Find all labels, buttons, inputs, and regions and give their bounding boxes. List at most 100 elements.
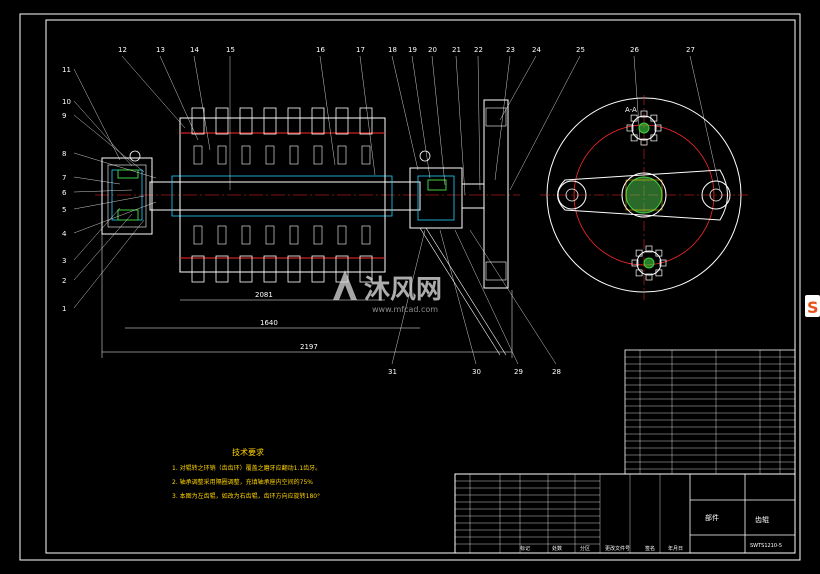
watermark-url: www.mfcad.com — [372, 305, 438, 314]
outer-border — [19, 13, 801, 561]
leader-line-bottom — [454, 229, 519, 365]
leader-line-top — [431, 55, 446, 186]
roller-tooth-bottom — [239, 255, 253, 283]
arm-hole-right — [701, 180, 731, 210]
part-label-bottom: 31 — [388, 368, 397, 376]
gear-tooth — [631, 259, 639, 267]
part-label-left: 4 — [62, 230, 67, 238]
gear-bottom-icon — [631, 245, 667, 281]
hub-circle — [621, 172, 667, 218]
leader-line-top — [411, 55, 431, 179]
roller-tooth-bottom — [287, 255, 301, 283]
roller-tooth-mid-bottom — [217, 225, 227, 245]
roller-tooth-top — [311, 107, 325, 135]
leader-line-left — [73, 68, 121, 161]
header-label-3: 分区 — [580, 545, 590, 552]
roller-tooth-mid-top — [217, 145, 227, 165]
section-label: A-A — [625, 106, 637, 114]
roller-tooth-mid-bottom — [289, 225, 299, 245]
roller-tooth-top — [191, 107, 205, 135]
header-label-6: 年月日 — [668, 545, 683, 552]
part-label-left: 6 — [62, 189, 67, 197]
part-label-left: 8 — [62, 150, 66, 158]
leader-line-top — [689, 55, 721, 191]
part-label-top: 22 — [474, 46, 483, 54]
gear-tooth — [650, 134, 658, 142]
leader-line-left — [73, 207, 121, 261]
leader-line-left — [73, 195, 145, 210]
title-block: 部件 齿辊 SWTS1210-5 标记 处数 分区 更改文件号 签名 年月日 — [454, 473, 796, 554]
leader-line-bottom — [391, 229, 426, 365]
left-bearing-roller-top — [117, 169, 139, 179]
part-label-top: 16 — [316, 46, 325, 54]
parts-list-table — [624, 349, 796, 475]
watermark-text: 沐风网 — [364, 275, 442, 305]
gear-tooth — [635, 269, 643, 277]
technical-requirements: 技术要求 1. 对辊转之环销（齿齿环）覆盖之磨牙应翻动1.1齿牙。 2. 轴承调… — [172, 447, 321, 500]
gear-tooth — [655, 269, 663, 277]
leader-line-left — [73, 176, 121, 185]
right-bearing-roller — [427, 179, 447, 191]
left-bearing-inner — [107, 164, 147, 228]
roller-tooth-mid-top — [289, 145, 299, 165]
hatched-strip-edge-2 — [425, 227, 507, 356]
gear-tooth — [635, 249, 643, 257]
right-bearing-seat — [417, 175, 455, 221]
parts-list-border — [624, 349, 796, 475]
tech-req-title: 技术要求 — [232, 447, 264, 457]
gear-tooth — [655, 249, 663, 257]
left-grease-nipple — [129, 150, 141, 162]
roller-tooth-mid-bottom — [313, 225, 323, 245]
part-label-bottom: 30 — [472, 368, 481, 376]
gear-tooth — [630, 114, 638, 122]
hatched-strip-edge-1 — [419, 227, 501, 356]
dim-label-3: 2197 — [300, 343, 318, 351]
part-label-top: 25 — [576, 46, 585, 54]
roller-tooth-mid-top — [361, 145, 371, 165]
gear-tooth — [626, 124, 634, 132]
part-label-left: 9 — [62, 112, 66, 120]
roller-body — [179, 117, 386, 273]
leader-line-left — [73, 189, 133, 193]
roller-tooth-top — [263, 107, 277, 135]
gear-top-icon — [626, 110, 662, 146]
roller-tooth-bottom — [311, 255, 325, 283]
teeth-bottom-group — [191, 255, 373, 283]
part-label-left: 7 — [62, 174, 66, 182]
leader-line-top — [121, 55, 186, 129]
inner-border — [45, 19, 796, 554]
part-label-bottom: 29 — [514, 368, 523, 376]
leader-lines — [73, 55, 721, 365]
part-label-top: 27 — [686, 46, 695, 54]
roller-tooth-mid-bottom — [241, 225, 251, 245]
s-logo-bg[interactable] — [805, 295, 820, 317]
watermark-logo-icon — [333, 270, 357, 300]
roller-hub — [171, 175, 393, 217]
right-grease-nipple — [419, 150, 431, 162]
side-logo[interactable]: S — [805, 295, 820, 317]
roller-tooth-bottom — [215, 255, 229, 283]
roller-tooth-top — [239, 107, 253, 135]
leader-line-top — [359, 55, 376, 176]
hub-hatch — [625, 176, 663, 214]
part-label-top: 13 — [156, 46, 165, 54]
part-label-top: 20 — [428, 46, 437, 54]
teeth-mid-group — [193, 145, 371, 245]
roller-tooth-mid-bottom — [193, 225, 203, 245]
leader-line-left — [73, 201, 157, 234]
gear-body — [636, 250, 662, 276]
watermark: 沐风网 www.mfcad.com — [333, 270, 442, 314]
leader-line-left — [73, 213, 133, 281]
roller-tooth-mid-top — [265, 145, 275, 165]
leader-line-left — [73, 152, 157, 179]
part-label-top: 19 — [408, 46, 417, 54]
part-label-left: 2 — [62, 277, 66, 285]
roller-tooth-mid-top — [193, 145, 203, 165]
s-logo-icon[interactable]: S — [807, 298, 819, 317]
part-label-top: 26 — [630, 46, 639, 54]
dimension-lines: 2081 1640 2197 — [101, 232, 513, 358]
gear-core — [643, 257, 655, 269]
